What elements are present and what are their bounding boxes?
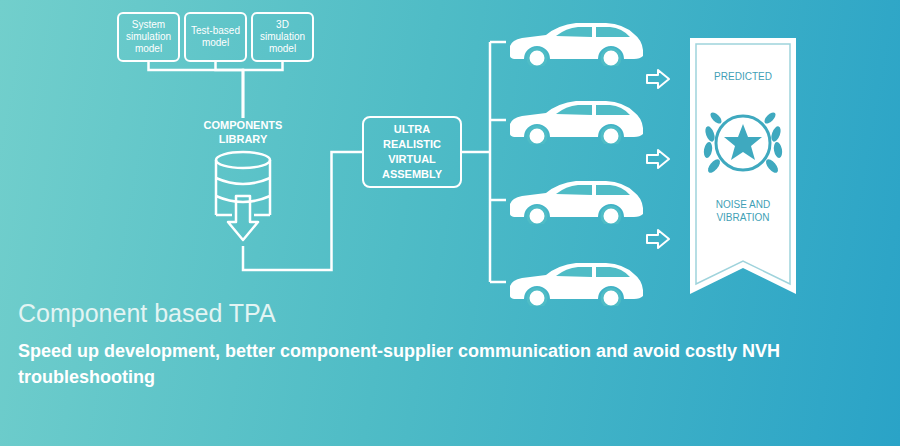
asm-node: ULTRA REALISTIC VIRTUAL ASSEMBLY — [362, 116, 462, 188]
node-text: ULTRA REALISTIC VIRTUAL ASSEMBLY — [370, 122, 454, 182]
car — [510, 101, 643, 145]
connector — [216, 62, 244, 118]
node-text: Test-based model — [189, 25, 242, 49]
node-text: 3D simulation model — [256, 19, 309, 55]
node-text: COMPONENTS LIBRARY — [185, 118, 301, 146]
caption: Speed up development, better component-s… — [18, 338, 838, 390]
car — [510, 23, 643, 67]
node-text: PREDICTED — [704, 70, 782, 83]
badge-node: PREDICTED NOISE AND VIBRATION — [690, 38, 796, 294]
node-text: NOISE AND VIBRATION — [704, 198, 782, 224]
connector — [243, 152, 362, 270]
connector — [149, 62, 244, 118]
car — [510, 263, 643, 307]
arrow-icon — [647, 70, 669, 88]
lib-node: COMPONENTS LIBRARY — [185, 118, 301, 246]
arrow-icon — [647, 150, 669, 168]
database-icon — [216, 152, 270, 240]
node-text: System simulation model — [122, 19, 175, 55]
small-node: Test-based model — [184, 12, 247, 62]
title: Component based TPA — [18, 298, 276, 328]
small-node: System simulation model — [117, 12, 180, 62]
small-node: 3D simulation model — [251, 12, 314, 62]
arrow-icon — [647, 230, 669, 248]
car — [510, 181, 643, 225]
split-lines — [462, 42, 506, 282]
connector — [243, 62, 283, 118]
